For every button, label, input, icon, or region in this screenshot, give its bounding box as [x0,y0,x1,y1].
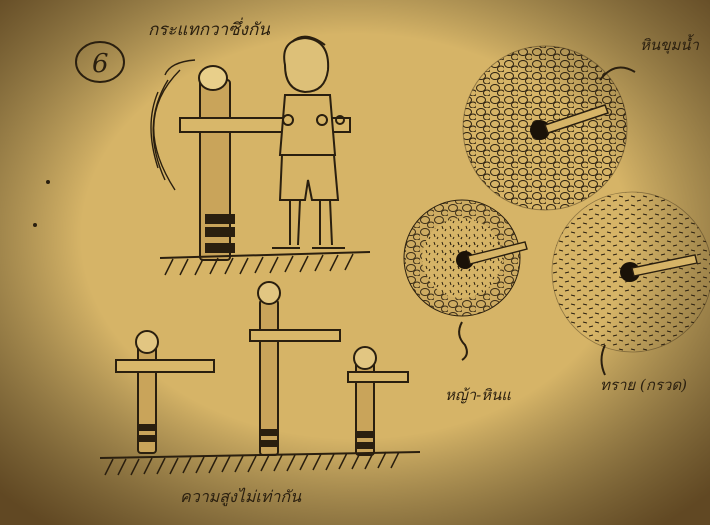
stray-mark [46,180,50,184]
bottom-label: ความสูงไม่เท่ากัน [180,487,302,507]
grass-rock-label: หญ้า-หินแ [445,386,511,404]
figure-number-text: 6 [92,49,109,79]
top-right-label: หินขุมน้ำ [640,34,700,54]
title-label: กระแทกวาซึ่งกัน [148,17,270,40]
sand-gravel-label: ทราย (กรวด) [600,376,687,394]
stray-mark [33,223,37,227]
